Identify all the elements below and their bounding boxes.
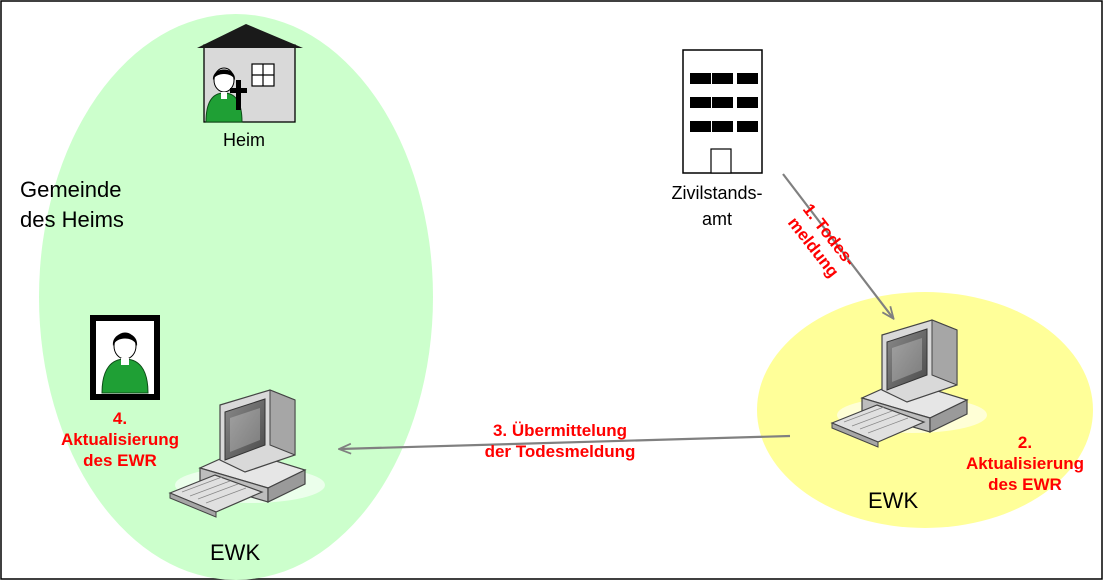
- civil-registry-line2: amt: [701, 209, 732, 229]
- computer-icon: [168, 389, 325, 518]
- house-icon: [197, 24, 303, 123]
- step4-line1: 4.: [112, 409, 128, 428]
- step2-label: 2. Aktualisierung des EWR: [955, 432, 1095, 495]
- office-building-icon: [682, 49, 763, 174]
- step3-line1: 3. Übermittelung: [492, 421, 628, 440]
- community-label-line1: Gemeinde: [20, 177, 122, 202]
- civil-registry-label: Zivilstands- amt: [662, 180, 772, 232]
- arrow-transmission: [340, 434, 791, 449]
- step2-line3: des EWR: [988, 475, 1062, 494]
- computer-icon: [830, 319, 987, 448]
- civil-registry-line1: Zivilstands-: [671, 183, 763, 203]
- step4-label: 4. Aktualisierung des EWR: [40, 408, 200, 471]
- step2-line2: Aktualisierung: [965, 454, 1085, 473]
- community-region: [39, 14, 433, 580]
- community-label: Gemeinde des Heims: [20, 175, 124, 235]
- step2-line1: 2.: [1017, 433, 1033, 452]
- ewk-label-right: EWK: [868, 488, 919, 513]
- step3-label: 3. Übermittelung der Todesmeldung: [460, 420, 660, 462]
- step4-line2: Aktualisierung: [60, 430, 180, 449]
- community-label-line2: des Heims: [20, 207, 124, 232]
- arrow-death-notice: [782, 173, 893, 318]
- portrait-icon: [90, 315, 160, 400]
- ewk-label-left: EWK: [210, 540, 261, 565]
- step3-line2: der Todesmeldung: [484, 442, 636, 461]
- heim-label: Heim: [223, 130, 266, 150]
- step4-line3: des EWR: [83, 451, 157, 470]
